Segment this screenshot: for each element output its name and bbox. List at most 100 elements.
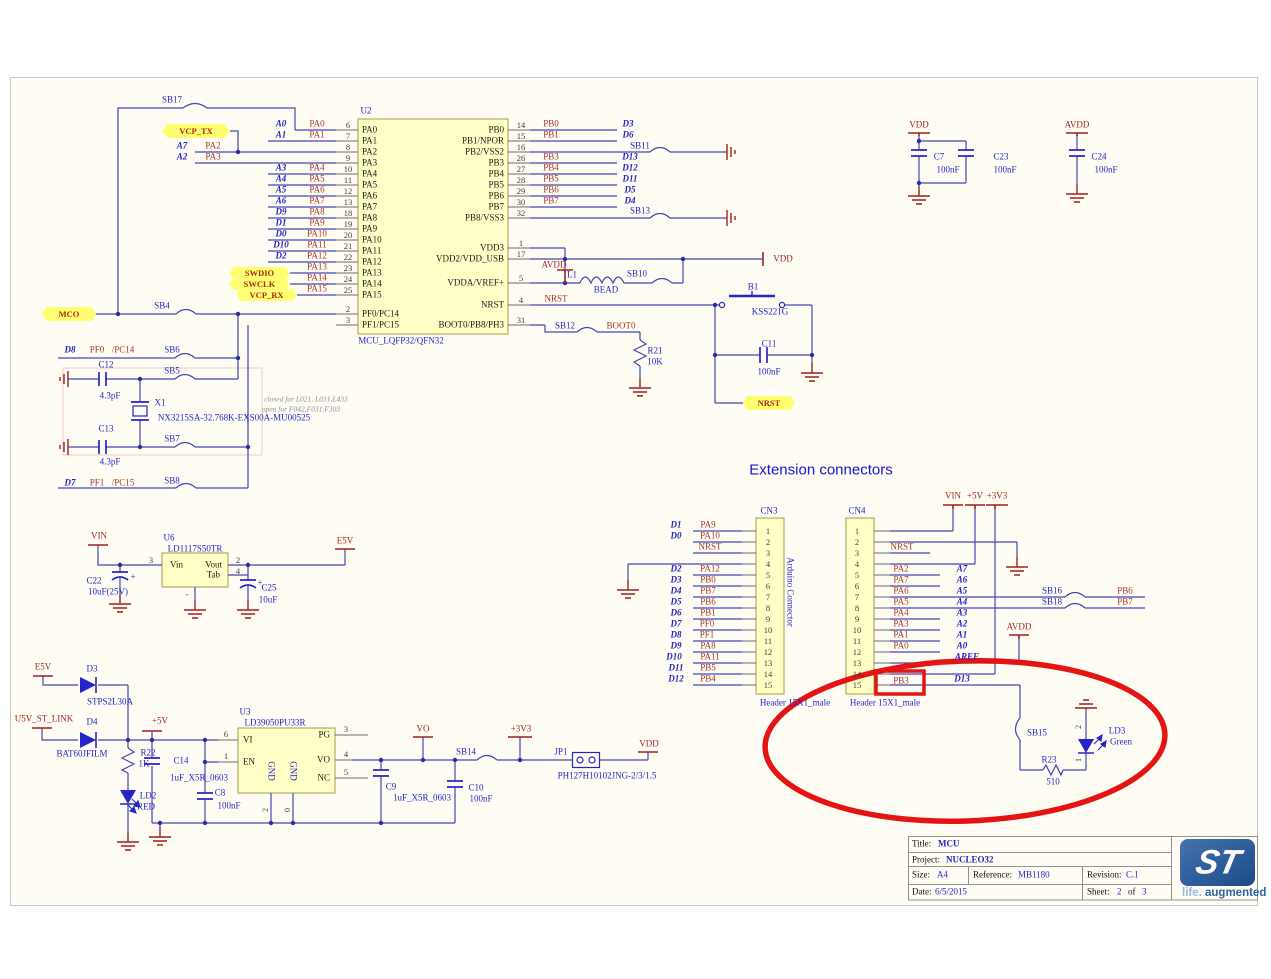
label: C12 [98,359,114,370]
label: 31 [516,314,526,325]
label: D13 [622,151,638,162]
label: 12 [763,646,773,657]
label: 100nF [469,793,493,804]
label: PA4 [309,162,325,173]
titleblock-revision: C.1 [1126,869,1139,880]
label: PA14 [362,278,382,289]
label: 13 [343,196,353,207]
label: Arduino Connector [785,557,796,627]
label: 9 [345,152,351,163]
label: 100nF [936,164,960,175]
label: KSS221G [751,306,789,317]
label: +3V3 [510,723,532,734]
label: PA5 [309,173,325,184]
label: 4.3pF [99,390,121,401]
label: EN [243,756,255,767]
label: PA9 [700,519,716,530]
label: PB6 [488,190,504,201]
label: C13 [98,423,114,434]
label: PB4 [700,673,716,684]
label: D5 [670,596,682,607]
label: PA1 [362,135,378,146]
label: MCU_LQFP32/QFN32 [358,335,444,346]
label: R22 [140,747,156,758]
label: Vout [205,559,222,570]
label: BOOT0/PB8/PH3 [438,319,504,330]
label: VDD2/VDD_USB [435,253,504,264]
label: PA12 [362,256,382,267]
label: D7 [670,618,682,629]
label: D9 [670,640,682,651]
label: PA6 [893,585,909,596]
label: PA14 [307,272,327,283]
label: PA2 [893,563,909,574]
label: + [130,571,136,582]
label: D3 [86,663,98,674]
label: PF1 [89,477,105,488]
label: 3 [148,554,154,565]
label: VDD [773,253,793,264]
label: AVDD [541,259,567,270]
label: A0 [275,118,287,129]
label: PA0 [362,124,378,135]
label: +3V3 [986,490,1008,501]
label: 6 [345,119,351,130]
label: 26 [516,152,526,163]
label: AREF [954,651,980,662]
label: D8 [64,344,76,355]
label: D2 [670,563,682,574]
label: 18 [343,207,353,218]
label: 3 [343,723,349,734]
label: SB11 [630,140,650,151]
label: PB4 [488,168,504,179]
label: 100nF [993,164,1017,175]
label: SB8 [164,475,180,486]
label: SB7 [164,433,180,444]
label: SB13 [629,205,651,216]
label: 11 [852,635,862,646]
label: 10uF [258,594,278,605]
label: closed for L021, L031,L433 [264,394,348,404]
label: PB2/VSS2 [464,146,504,157]
label: PA10 [362,234,382,245]
label: A6 [956,574,968,585]
label: Tab [206,569,220,580]
label: 5 [343,766,349,777]
label: 1K [138,758,150,769]
label: PG [318,729,330,740]
label: PA11 [362,245,382,256]
label: PF0 [89,344,105,355]
label: PA4 [362,168,378,179]
crystal-highlight-box [62,367,263,456]
label: PB5 [488,179,504,190]
label: 19 [343,218,353,229]
titleblock-revision-label: Revision: [1087,869,1122,880]
label: NRST [698,541,722,552]
label: SB15 [1026,727,1048,738]
label: 27 [516,163,526,174]
label: PA2 [205,140,221,151]
label: 24 [343,273,353,284]
label: 10K [647,356,663,367]
port-flag-vcp_rx: VCP_RX [236,289,297,301]
label: PA12 [700,563,720,574]
label: 9 [765,613,771,624]
titleblock-size: A4 [937,869,948,880]
label: PA10 [700,530,720,541]
st-logo [1180,839,1255,886]
label: NC [317,772,330,783]
label: 30 [516,196,526,207]
label: 29 [516,185,526,196]
label: U3 [239,706,251,717]
label: NX3215SA-32.768K-EXS00A-MU00525 [157,412,311,423]
label: 2 [261,808,270,812]
label: U5V_ST_LINK [14,713,74,724]
label: PB0 [488,124,504,135]
label: RED [137,801,155,812]
label: 14 [763,668,773,679]
label: 20 [343,229,353,240]
label: PB7 [700,585,716,596]
label: PH127H10102JNG-2/3/1.5 [557,770,657,781]
titleblock-reference: MB1180 [1018,869,1050,880]
label: U2 [360,105,372,116]
